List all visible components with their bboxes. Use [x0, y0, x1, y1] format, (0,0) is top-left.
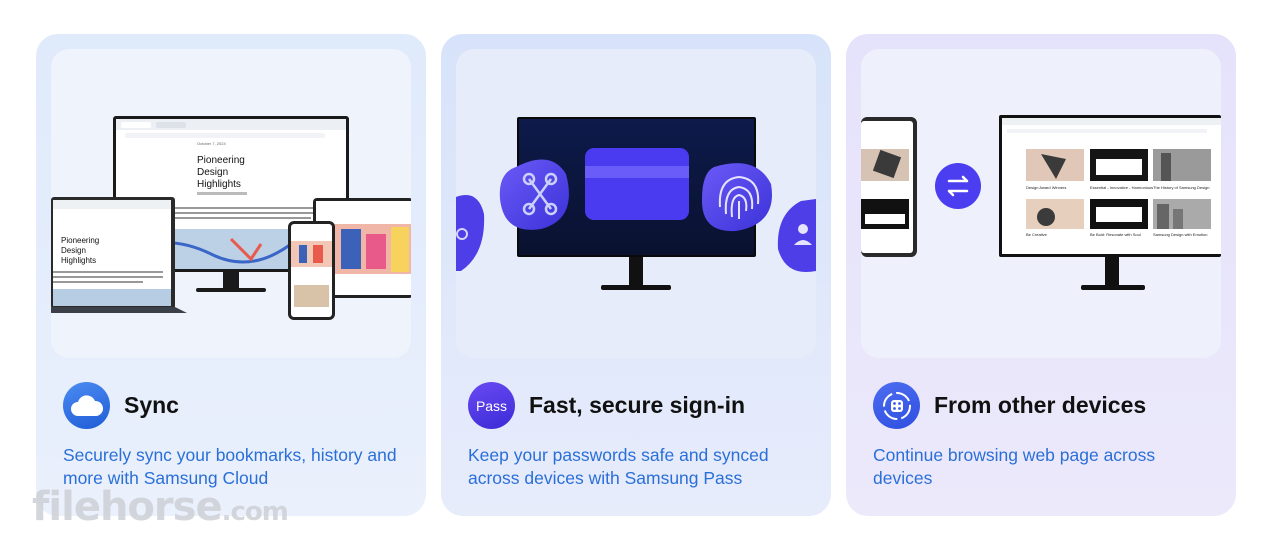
sync-description: Securely sync your bookmarks, history an…: [63, 445, 397, 488]
monitor-date: October 7, 2024: [197, 141, 226, 146]
other-devices-card[interactable]: Design Award Winners Essential - Innovat…: [846, 34, 1236, 516]
sync-title: Sync: [124, 392, 179, 418]
gallery-caption-1: Design Award Winners: [1026, 185, 1066, 190]
gallery-caption-6: Samsung Design with Emotion: [1153, 232, 1207, 237]
svg-text:Highlights: Highlights: [61, 256, 96, 265]
other-devices-description: Continue browsing web page across device…: [873, 445, 1156, 488]
other-devices-title: From other devices: [934, 392, 1147, 418]
sign-in-illustration: [456, 49, 816, 358]
secure-sign-in-card[interactable]: Pass Fast, secure sign-in Keep your pass…: [441, 34, 831, 516]
pass-badge-text: Pass: [475, 397, 508, 414]
gallery-caption-3: The History of Samsung Design: [1153, 185, 1209, 190]
filehorse-watermark: filehorse.com: [32, 484, 289, 530]
secure-sign-in-description: Keep your passwords safe and synced acro…: [468, 445, 769, 488]
svg-text:Pioneering: Pioneering: [61, 236, 99, 245]
svg-text:Design: Design: [61, 246, 86, 255]
watermark-suffix: .com: [221, 497, 289, 527]
devices-grid-icon: [873, 382, 920, 429]
secure-sign-in-title: Fast, secure sign-in: [529, 392, 746, 418]
gallery-caption-5: Be Bold: Resonate with Soul: [1090, 232, 1141, 237]
sync-illustration: October 7, 2024 Pioneering Design Highli…: [51, 49, 411, 358]
svg-text:Pioneering: Pioneering: [197, 155, 245, 166]
other-devices-illustration: Design Award Winners Essential - Innovat…: [861, 49, 1221, 358]
gallery-caption-2: Essential - Innovative - Harmonious: [1090, 185, 1153, 190]
samsung-pass-icon: Pass: [468, 382, 515, 429]
gallery-caption-4: Be Creative: [1026, 232, 1048, 237]
svg-text:Highlights: Highlights: [197, 179, 241, 190]
sync-card[interactable]: October 7, 2024 Pioneering Design Highli…: [36, 34, 426, 516]
cloud-icon: [63, 382, 110, 429]
watermark-text: filehorse: [32, 484, 223, 530]
svg-text:Design: Design: [197, 167, 228, 178]
